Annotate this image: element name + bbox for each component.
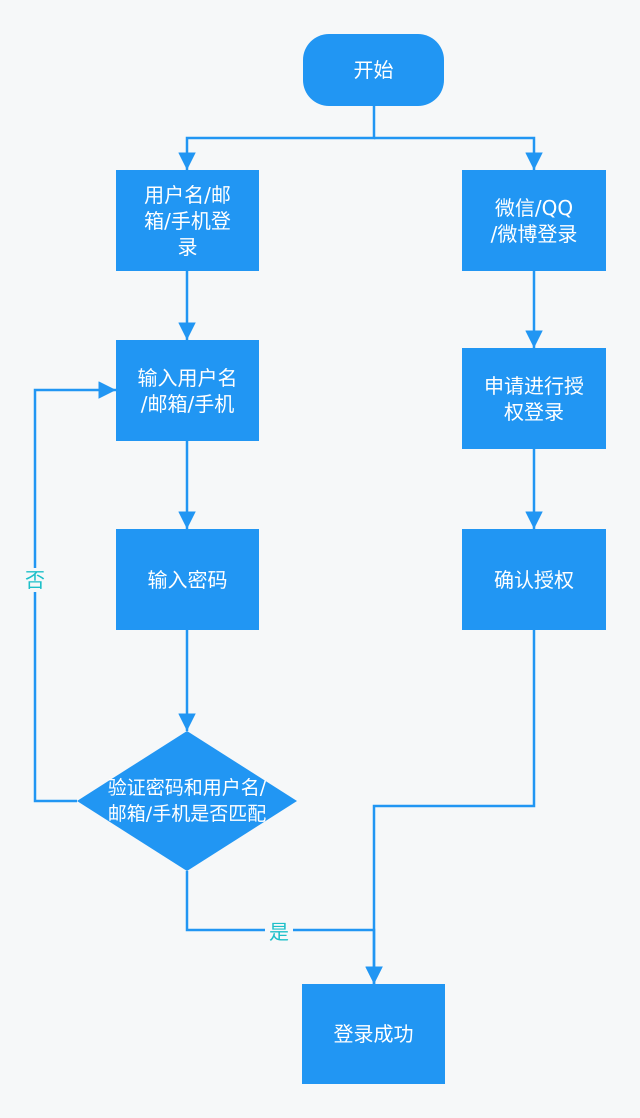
confirm-auth-node: 确认授权 bbox=[462, 529, 606, 630]
enter-username-node: 输入用户名 /邮箱/手机 bbox=[116, 340, 259, 441]
start-node: 开始 bbox=[303, 34, 444, 106]
account-login-node: 用户名/邮 箱/手机登 录 bbox=[116, 170, 259, 271]
edge-verify-no-loop bbox=[33, 381, 116, 803]
edge-label-yes: 是 bbox=[265, 920, 293, 944]
request-auth-node: 申请进行授 权登录 bbox=[462, 348, 606, 449]
login-success-node: 登录成功 bbox=[302, 984, 445, 1084]
edge-start-social bbox=[374, 136, 543, 170]
social-login-node: 微信/QQ /微博登录 bbox=[462, 170, 606, 271]
enter-password-node: 输入密码 bbox=[116, 529, 259, 630]
edge-label-no: 否 bbox=[22, 568, 48, 592]
edge-confirm-to-success bbox=[365, 630, 536, 984]
verify-match-node: 验证密码和用户名/ 邮箱/手机是否匹配 bbox=[107, 777, 267, 825]
edge-start-branch bbox=[178, 106, 376, 170]
decision-diamond bbox=[77, 731, 297, 871]
